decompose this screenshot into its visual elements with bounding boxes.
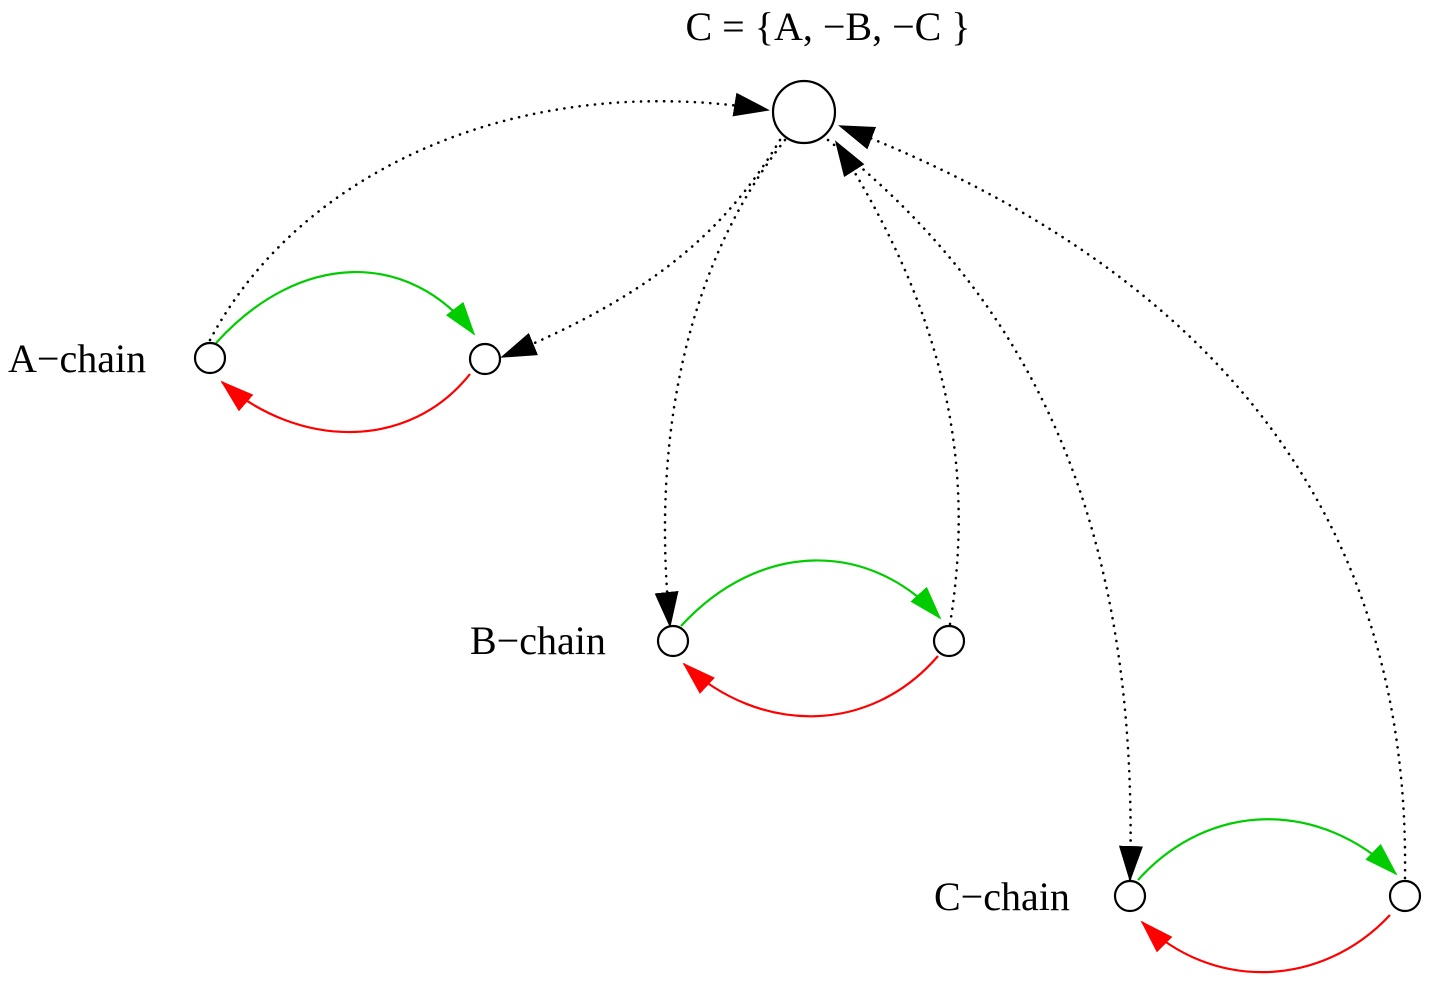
b-chain: B−chain: [470, 559, 966, 718]
b-chain-forward-edge: [680, 559, 942, 627]
edge-clause-to-b-chain: [654, 138, 787, 628]
a-chain-forward-edge: [215, 271, 476, 344]
a-chain-backward-edge: [220, 373, 471, 434]
edge-b-chain-to-clause: [834, 140, 960, 626]
clause-label: C = {A, −B, −C }: [686, 4, 971, 49]
c-chain-backward-edge: [1140, 914, 1391, 974]
edge-clause-to-c-chain: [826, 138, 1143, 882]
edge-clause-to-a-chain: [500, 138, 782, 359]
c-chain-node-right: [1388, 879, 1422, 913]
b-chain-label: B−chain: [470, 618, 606, 663]
c-chain-forward-edge: [1137, 818, 1398, 881]
a-chain-node-right: [468, 342, 502, 376]
edge-a-chain-to-clause: [208, 92, 770, 342]
clause-edges: [208, 92, 1407, 882]
clause-node: [771, 79, 837, 145]
c-chain: C−chain: [934, 818, 1422, 974]
a-chain-label: A−chain: [8, 336, 146, 381]
b-chain-backward-edge: [682, 655, 939, 718]
a-chain-node-left: [193, 341, 227, 375]
b-chain-node-right: [932, 624, 966, 658]
c-chain-label: C−chain: [934, 874, 1070, 919]
edge-c-chain-to-clause: [838, 124, 1407, 880]
b-chain-node-left: [656, 624, 690, 658]
a-chain: A−chain: [8, 271, 502, 434]
c-chain-node-left: [1113, 879, 1147, 913]
